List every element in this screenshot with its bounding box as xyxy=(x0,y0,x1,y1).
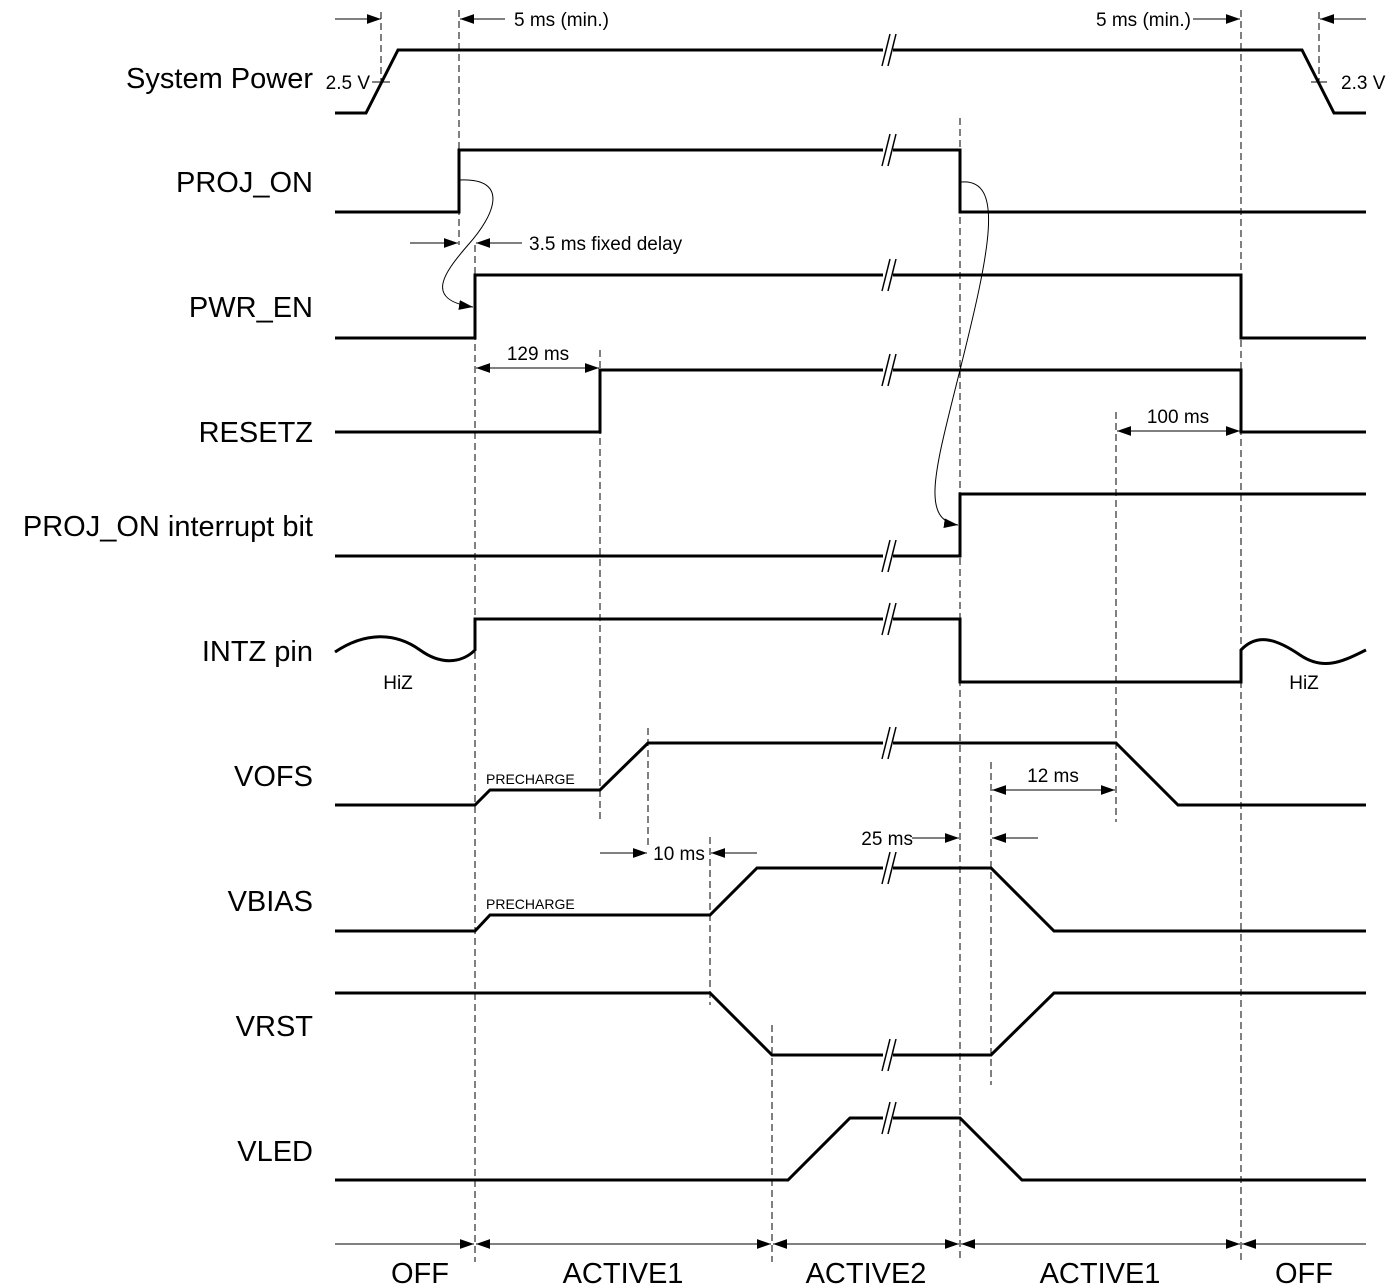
resetz-delay-label: 129 ms xyxy=(507,344,569,365)
vofs-precharge-label: PRECHARGE xyxy=(486,771,575,787)
resetz-fall-label: 100 ms xyxy=(1147,407,1209,428)
power-off-voltage-label: 2.3 V xyxy=(1341,73,1386,94)
label-proj-on-interrupt-bit: PROJ_ON interrupt bit xyxy=(23,511,313,543)
fixed-delay-label: 3.5 ms fixed delay xyxy=(529,234,683,255)
label-vrst: VRST xyxy=(236,1011,314,1043)
timing-guides xyxy=(380,10,1320,1262)
wave-resetz xyxy=(335,368,1366,434)
min-delay-left-label: 5 ms (min.) xyxy=(514,10,609,31)
label-vbias: VBIAS xyxy=(228,886,313,918)
wave-vofs xyxy=(335,741,1366,807)
signal-labels: System Power PROJ_ON PWR_EN RESETZ PROJ_… xyxy=(23,63,313,1168)
label-pwr-en: PWR_EN xyxy=(189,292,313,324)
wave-vrst xyxy=(335,991,1366,1057)
state-off-right: OFF xyxy=(1275,1258,1333,1286)
waveforms xyxy=(334,48,1367,1182)
state-off-left: OFF xyxy=(391,1258,449,1286)
vbias-precharge-label: PRECHARGE xyxy=(486,896,575,912)
wave-vled xyxy=(335,1116,1366,1182)
label-intz-pin: INTZ pin xyxy=(202,636,313,668)
timing-annotations: 5 ms (min.) 5 ms (min.) 2.5 V 2.3 V 3.5 … xyxy=(326,10,1386,912)
wave-pwr-en xyxy=(335,273,1366,340)
break-mark xyxy=(881,1101,897,1135)
state-bar: OFF ACTIVE1 ACTIVE2 ACTIVE1 OFF xyxy=(335,1239,1366,1286)
causal-arrows xyxy=(442,179,990,529)
vbias-fall-label: 25 ms xyxy=(861,829,913,850)
vbias-delay-label: 10 ms xyxy=(653,844,705,865)
break-mark xyxy=(881,1038,897,1072)
state-active1-left: ACTIVE1 xyxy=(563,1258,684,1286)
state-active2: ACTIVE2 xyxy=(806,1258,927,1286)
power-on-voltage-label: 2.5 V xyxy=(326,73,371,94)
break-mark xyxy=(881,133,897,167)
break-mark xyxy=(881,851,897,885)
wave-proj-on-interrupt-bit xyxy=(335,492,1366,558)
state-active1-right: ACTIVE1 xyxy=(1040,1258,1161,1286)
min-delay-right-label: 5 ms (min.) xyxy=(1096,10,1191,31)
break-mark xyxy=(881,539,897,573)
label-proj-on: PROJ_ON xyxy=(176,167,313,199)
hiz-right-label: HiZ xyxy=(1289,673,1319,694)
break-mark xyxy=(881,602,897,636)
time-break-marks xyxy=(881,33,897,1135)
break-mark xyxy=(881,258,897,292)
hiz-left-label: HiZ xyxy=(383,673,413,694)
break-mark xyxy=(881,33,897,67)
wave-system-power xyxy=(335,48,1366,115)
proj-on-to-pwr-en-arrow xyxy=(442,179,494,310)
label-resetz: RESETZ xyxy=(199,417,313,449)
label-vofs: VOFS xyxy=(234,761,313,793)
label-vled: VLED xyxy=(237,1136,313,1168)
wave-vbias xyxy=(335,866,1366,933)
vofs-fall-label: 12 ms xyxy=(1027,766,1079,787)
proj-on-to-interrupt-arrow xyxy=(934,181,990,529)
wave-intz-pin xyxy=(334,617,1367,684)
break-mark xyxy=(881,726,897,760)
label-system-power: System Power xyxy=(126,63,313,95)
wave-proj-on xyxy=(335,148,1366,214)
break-mark xyxy=(881,353,897,387)
